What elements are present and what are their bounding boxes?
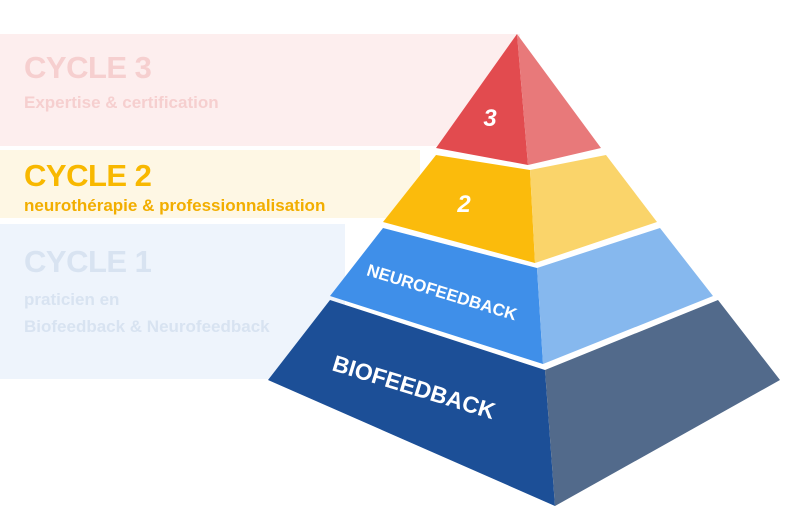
cycle-1-subtitle: praticien en Biofeedback & Neurofeedback (24, 286, 270, 340)
cycle-1-subtitle-line-1: praticien en (24, 290, 120, 309)
cycle-3-title: CYCLE 3 (24, 50, 152, 85)
pyramid-tier-2-label: 2 (456, 191, 471, 218)
cycle-2-title: CYCLE 2 (24, 158, 152, 193)
pyramid-tier-3-side (517, 34, 601, 165)
pyramid-tier-3-front (436, 34, 528, 165)
pyramid-tier-2-side (530, 155, 657, 263)
pyramid-base-side (545, 300, 780, 506)
cycle-2-subtitle: neurothérapie & professionnalisation (24, 196, 326, 215)
pyramid-tier-1-front (330, 228, 543, 364)
cycle-1-band (0, 224, 345, 379)
pyramid-tier-2-front (383, 155, 535, 263)
cycle-2-band (0, 150, 420, 218)
pyramid-tier-3-label: 3 (483, 105, 497, 132)
pyramid-base-front (268, 300, 555, 506)
cycle-1-subtitle-line-2: Biofeedback & Neurofeedback (24, 317, 270, 336)
cycle-3-band (0, 34, 520, 146)
cycle-3-subtitle: Expertise & certification (24, 93, 219, 112)
pyramid-tier-1-side (537, 228, 713, 364)
cycle-1-title: CYCLE 1 (24, 244, 152, 279)
